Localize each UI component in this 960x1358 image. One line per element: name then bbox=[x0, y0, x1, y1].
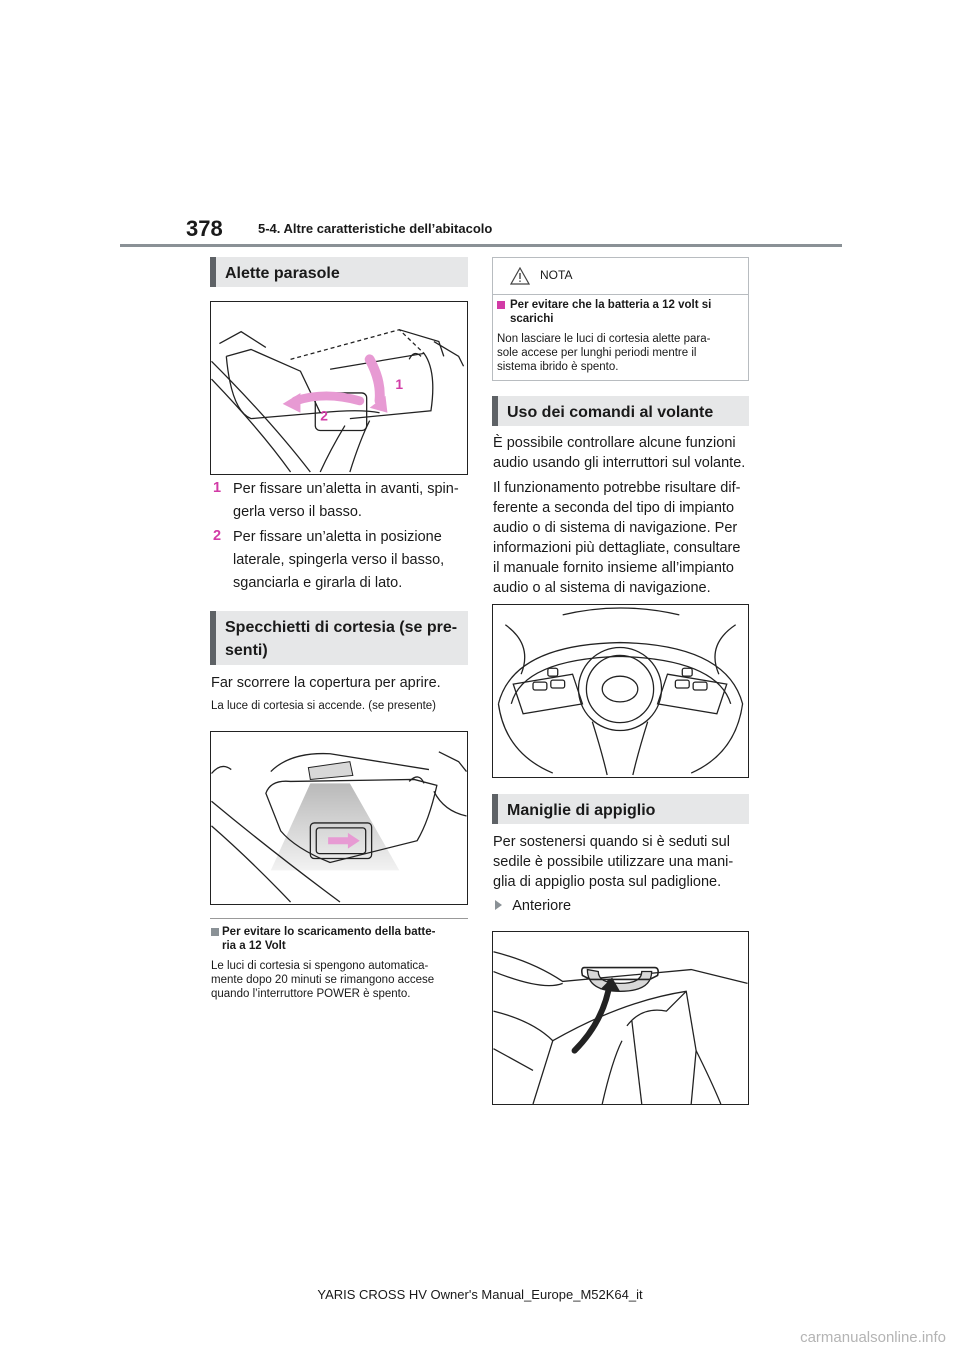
step-2-line-2: laterale, spingerla verso il basso, bbox=[233, 552, 445, 568]
watermark: carmanualsonline.info bbox=[800, 1329, 946, 1346]
notice-divider bbox=[493, 294, 748, 295]
page-number: 378 bbox=[186, 216, 223, 241]
figure-label-1: 1 bbox=[395, 376, 403, 392]
mirrors-small-note: La luce di cortesia si accende. (se pres… bbox=[211, 700, 437, 712]
steering-line-8: audio o al sistema di navigazione. bbox=[493, 580, 711, 596]
heading-vanity-mirrors: Specchietti di cortesia (se pre- senti) bbox=[210, 611, 468, 665]
grips-line-2: sedile è possibile utilizzare una mani- bbox=[493, 854, 734, 870]
grips-paragraph: Per sostenersi quando si è seduti sul se… bbox=[493, 832, 758, 892]
steering-line-6: informazioni più dettagliate, consultare bbox=[493, 540, 741, 556]
battery-note-title-line-1: Per evitare lo scaricamento della batte- bbox=[222, 926, 436, 938]
step-1-number: 1 bbox=[213, 480, 222, 496]
notice-text-line-3: sistema ibrido è spento. bbox=[497, 361, 619, 373]
grips-line-1: Per sostenersi quando si è seduti sul bbox=[493, 834, 730, 850]
step-2-number: 2 bbox=[213, 528, 222, 544]
step-1: 1 Per fissare un’aletta in avanti, spin-… bbox=[213, 478, 473, 524]
notice-text-line-1: Non lasciare le luci di cortesia alette … bbox=[497, 333, 711, 345]
steering-paragraph: È possibile controllare alcune funzioni … bbox=[493, 433, 758, 598]
steering-line-3: Il funzionamento potrebbe risultare dif- bbox=[493, 480, 741, 496]
vanity-mirror-figure bbox=[210, 731, 468, 905]
heading-sun-visors: Alette parasole bbox=[210, 257, 468, 287]
notice-text: Non lasciare le luci di cortesia alette … bbox=[497, 332, 745, 374]
battery-note-text: Le luci di cortesia si spengono automati… bbox=[211, 959, 473, 1001]
step-1-line-2: gerla verso il basso. bbox=[233, 504, 362, 520]
header-rule bbox=[120, 244, 842, 247]
notice-square-icon bbox=[497, 301, 505, 309]
note-square-icon bbox=[211, 928, 219, 936]
bullet-front: Anteriore bbox=[495, 896, 571, 916]
warning-triangle-icon bbox=[509, 266, 531, 290]
bullet-front-text: Anteriore bbox=[512, 898, 572, 914]
section-title: 5-4. Altre caratteristiche dell’abitacol… bbox=[258, 221, 493, 236]
figure-label-2: 2 bbox=[320, 408, 328, 424]
battery-note-line-2: mente dopo 20 minuti se rimangono accese bbox=[211, 974, 435, 986]
battery-note-title: Per evitare lo scaricamento della batte-… bbox=[211, 925, 473, 953]
steering-line-5: audio o di sistema di navigazione. Per bbox=[493, 520, 738, 536]
heading-assist-grips: Maniglie di appiglio bbox=[492, 794, 749, 824]
vanity-mirror-illustration bbox=[211, 751, 467, 903]
notice-title: Per evitare che la batteria a 12 volt si… bbox=[496, 298, 744, 326]
bullet-triangle-icon bbox=[495, 900, 502, 910]
document-footer: YARIS CROSS HV Owner's Manual_Europe_M52… bbox=[317, 1287, 643, 1302]
battery-note-line-1: Le luci di cortesia si spengono automati… bbox=[211, 960, 429, 972]
steering-line-1: È possibile controllare alcune funzioni bbox=[493, 435, 736, 451]
assist-grip-illustration bbox=[493, 951, 748, 1104]
steering-line-2: audio usando gli interruttori sul volant… bbox=[493, 455, 746, 471]
step-2-line-3: sganciarla e girarla di lato. bbox=[233, 575, 403, 591]
step-2: 2 Per fissare un’aletta in posizione lat… bbox=[213, 526, 473, 595]
notice-title-line-1: Per evitare che la batteria a 12 volt si bbox=[510, 299, 712, 311]
sun-visor-illustration: 1 2 bbox=[211, 328, 465, 473]
battery-note-line-3: quando l’interruttore POWER è spento. bbox=[211, 988, 411, 1000]
notice-text-line-2: sole accese per lunghi periodi mentre il bbox=[497, 347, 697, 359]
heading-steering-controls-text: Uso dei comandi al volante bbox=[507, 404, 714, 421]
step-2-line-1: Per fissare un’aletta in posizione bbox=[233, 529, 442, 545]
step-1-line-1: Per fissare un’aletta in avanti, spin- bbox=[233, 481, 459, 497]
heading-vanity-mirrors-line-1: Specchietti di cortesia (se pre- bbox=[225, 619, 458, 636]
notice-label: NOTA bbox=[540, 268, 573, 282]
steering-line-7: il manuale fornito insieme all’impianto bbox=[493, 560, 734, 576]
grips-line-3: glia di appiglio posta sul padiglione. bbox=[493, 874, 722, 890]
heading-assist-grips-text: Maniglie di appiglio bbox=[507, 802, 656, 819]
sun-visor-figure: 1 2 bbox=[210, 301, 468, 475]
steering-line-4: ferente a seconda del tipo di impianto bbox=[493, 500, 735, 516]
notice-title-line-2: scarichi bbox=[510, 313, 554, 325]
heading-vanity-mirrors-line-2: senti) bbox=[225, 642, 268, 659]
note-divider bbox=[210, 918, 468, 919]
notice-box: NOTA Per evitare che la batteria a 12 vo… bbox=[492, 257, 749, 381]
steering-wheel-figure bbox=[492, 604, 749, 778]
assist-grip-figure bbox=[492, 931, 749, 1105]
heading-sun-visors-text: Alette parasole bbox=[225, 265, 340, 282]
battery-note-title-line-2: ria a 12 Volt bbox=[222, 940, 286, 952]
heading-steering-controls: Uso dei comandi al volante bbox=[492, 396, 749, 426]
steering-wheel-illustration bbox=[497, 607, 744, 776]
mirrors-body: Far scorrere la copertura per aprire. bbox=[211, 675, 441, 691]
